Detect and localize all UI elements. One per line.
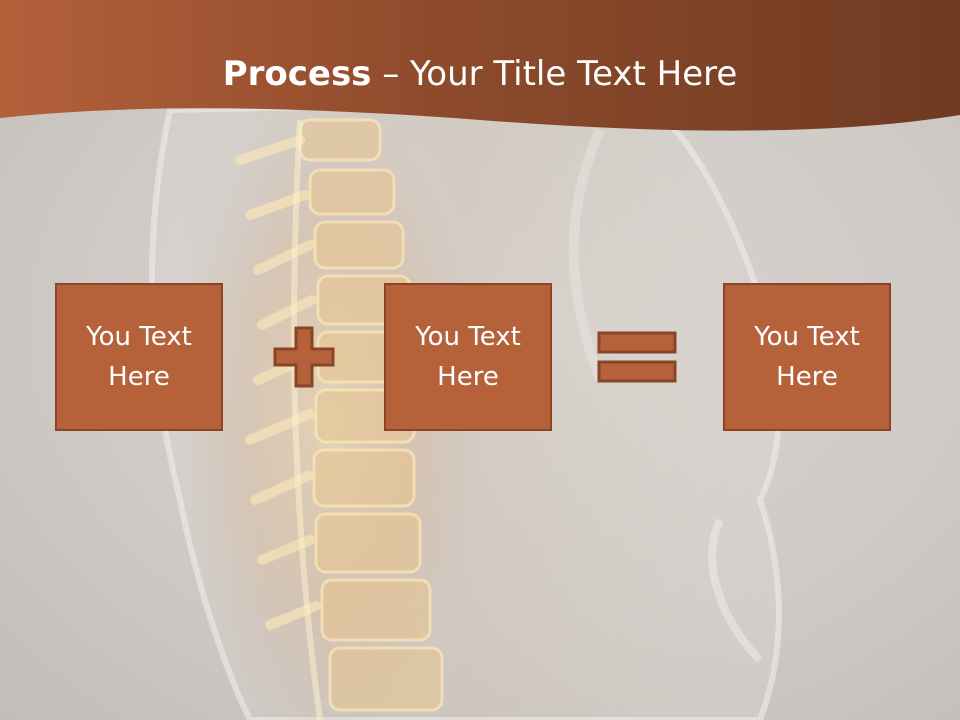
process-box-3-line2: Here <box>776 362 838 392</box>
process-box-2-text: You Text Here <box>408 317 528 397</box>
slide-title: Process – Your Title Text Here <box>0 52 960 96</box>
title-rest-text: – Your Title Text Here <box>371 54 738 94</box>
process-box-3-line1: You Text <box>754 322 860 352</box>
process-box-2[interactable]: You Text Here <box>384 283 552 431</box>
header-band <box>0 0 960 131</box>
process-box-1-text: You Text Here <box>79 317 199 397</box>
process-box-1-line2: Here <box>108 362 170 392</box>
process-box-2-line1: You Text <box>415 322 521 352</box>
process-box-3[interactable]: You Text Here <box>723 283 891 431</box>
process-box-1[interactable]: You Text Here <box>55 283 223 431</box>
equals-icon <box>597 331 677 383</box>
title-bold-text: Process <box>222 54 372 94</box>
process-box-3-text: You Text Here <box>747 317 867 397</box>
process-box-1-line1: You Text <box>86 322 192 352</box>
plus-icon <box>273 326 335 388</box>
process-box-2-line2: Here <box>437 362 499 392</box>
